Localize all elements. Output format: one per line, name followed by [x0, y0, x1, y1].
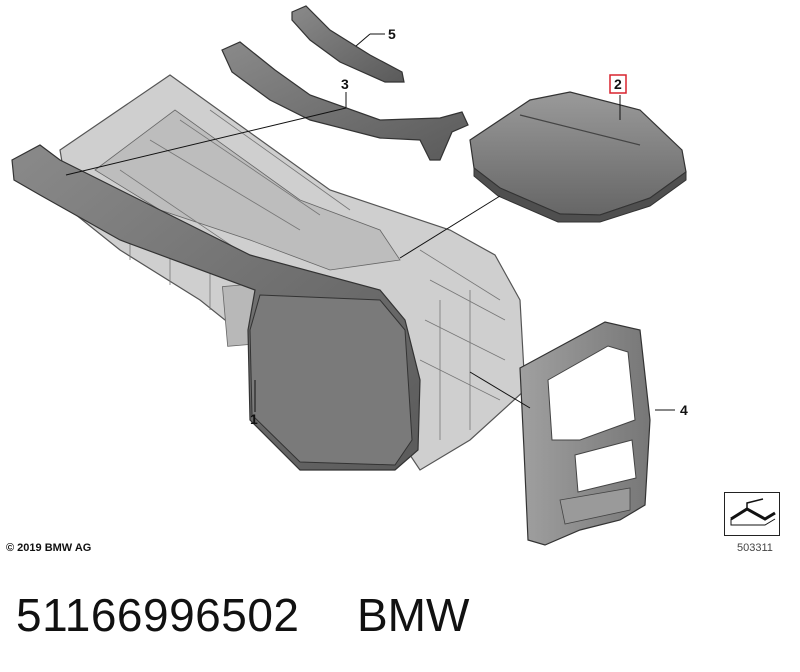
- callout-2-highlight: [609, 74, 627, 94]
- copyright-text: © 2019 BMW AG: [6, 542, 92, 554]
- callout-3: 3: [341, 76, 349, 92]
- rear-vent-frame-part-4: [519, 321, 651, 546]
- part-number: 51166996502: [16, 589, 300, 641]
- trim-part-5: [291, 5, 405, 83]
- trim-strip-part-3: [221, 41, 469, 161]
- brand-name: BMW: [357, 589, 470, 641]
- callout-4: 4: [680, 402, 688, 418]
- callout-2: 2: [614, 76, 622, 92]
- armrest-lid-part-2: [469, 91, 687, 223]
- callout-1: 1: [250, 411, 258, 427]
- reference-number: 503311: [737, 542, 773, 554]
- callout-5: 5: [388, 26, 396, 42]
- leader-lines: [65, 33, 675, 412]
- reference-symbol-box: [724, 492, 780, 536]
- reference-arrow-icon: [730, 498, 776, 526]
